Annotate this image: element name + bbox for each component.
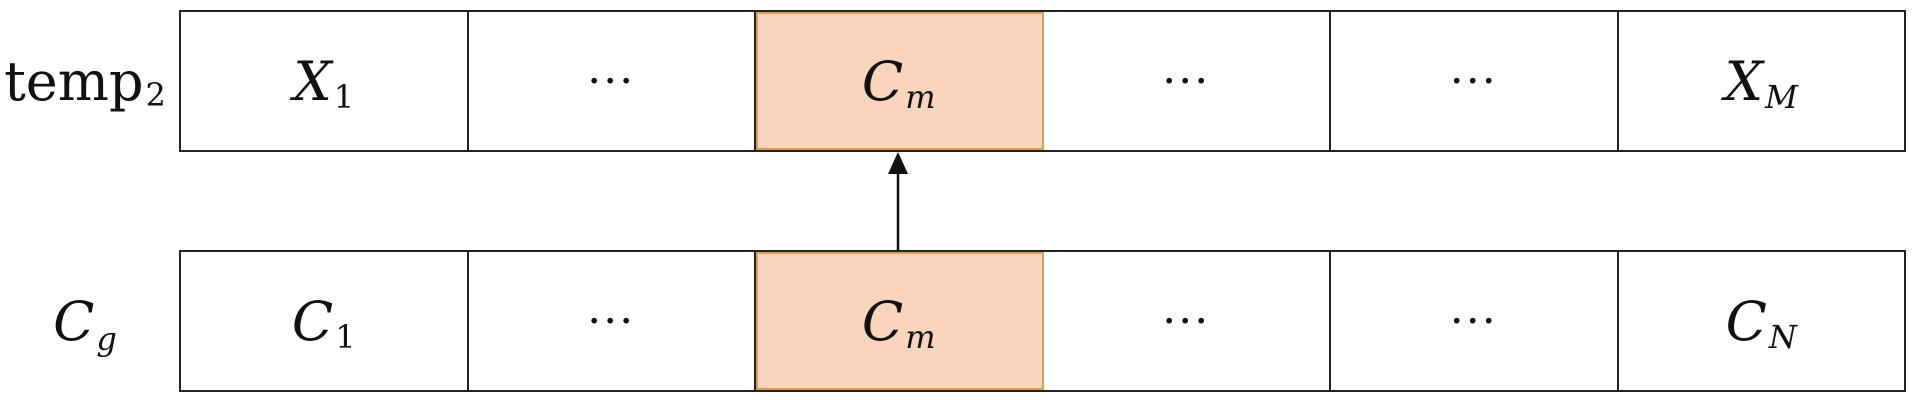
top-cell-main: X [1724, 49, 1764, 113]
top-cell-subscript: 1 [333, 78, 355, 116]
top-cell-ellipsis-1: ··· [469, 12, 756, 150]
top-cell-ellipsis-2: ··· [1044, 12, 1331, 150]
top-cell-main: X [293, 49, 332, 113]
bottom-cell-main: ··· [1449, 295, 1498, 347]
bottom-cell-ellipsis-3: ··· [1331, 252, 1619, 390]
bottom-cell-main: ··· [1162, 295, 1211, 347]
bottom-cell-ellipsis-1: ··· [469, 252, 756, 390]
mapping-arrow-head [888, 152, 908, 174]
top-cell-subscript: M [1765, 78, 1798, 116]
bottom-cell-ellipsis-2: ··· [1044, 252, 1331, 390]
bottom-cell-main: C [1725, 289, 1767, 353]
bottom-row-label-subscript: g [96, 320, 117, 358]
top-cell-main: ··· [587, 55, 636, 107]
top-cell-main: ··· [1449, 55, 1498, 107]
top-cell-main: ··· [1162, 55, 1211, 107]
top-cell-subscript: m [905, 78, 936, 116]
bottom-cell-main: C [291, 289, 334, 353]
top-cell-ellipsis-3: ··· [1331, 12, 1619, 150]
bottom-cell-subscript: 1 [335, 318, 356, 356]
bottom-cell-main: C [861, 289, 904, 353]
bottom-row-label-main: C [53, 289, 95, 353]
top-cell-main: C [861, 49, 904, 113]
bottom-cell-subscript: N [1768, 318, 1797, 356]
bottom-cell-subscript: m [905, 318, 936, 356]
bottom-cell-main: ··· [587, 295, 636, 347]
top-row-label-subscript: 2 [145, 76, 166, 114]
top-row-label-main: temp [4, 49, 144, 113]
